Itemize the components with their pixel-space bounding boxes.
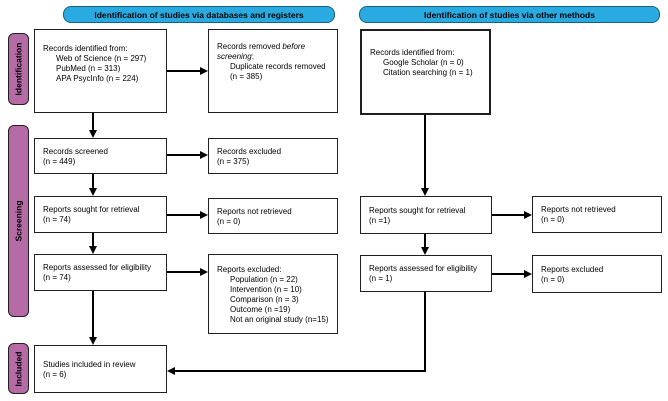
arrow-sought-to-assessed-line bbox=[92, 233, 94, 247]
connector-other-assessed-down-line bbox=[424, 292, 426, 372]
box-reports-not-retrieved-other: Reports not retrieved (n = 0) bbox=[532, 196, 662, 233]
box-records-excluded: Records excluded (n = 375) bbox=[208, 138, 338, 174]
box-text-line: (n = 0) bbox=[541, 215, 565, 224]
box-text-line: (n = 6) bbox=[43, 369, 67, 379]
box-reports-sought-databases: Reports sought for retrieval (n = 74) bbox=[34, 196, 167, 233]
box-text-line: (n =1) bbox=[369, 215, 391, 225]
arrow-screened-to-excluded-line bbox=[167, 154, 201, 156]
stage-label-screening-text: Screening bbox=[13, 200, 24, 242]
arrow-screened-to-sought-head bbox=[89, 188, 97, 196]
box-text-line: Reports excluded: bbox=[217, 264, 282, 274]
box-reports-not-retrieved-databases: Reports not retrieved (n = 0) bbox=[208, 198, 338, 234]
box-text-line: Records removed before bbox=[217, 42, 306, 51]
arrow-assessed-other-to-excluded-line bbox=[492, 273, 525, 275]
box-text-line: (n = 449) bbox=[43, 156, 76, 166]
box-records-identified-databases: Records identified from: Web of Science … bbox=[34, 29, 167, 113]
arrow-screened-to-excluded-head bbox=[200, 151, 208, 159]
arrow-sought-other-to-notretrieved-line bbox=[492, 214, 525, 216]
arrow-sought-to-notretrieved-head bbox=[200, 211, 208, 219]
box-text-line: screening: bbox=[217, 52, 254, 61]
box-text-line: (n = 385) bbox=[230, 72, 263, 81]
connector-other-assessed-left-line bbox=[174, 370, 426, 372]
connector-into-included-head bbox=[167, 367, 175, 375]
box-text-line: (n = 74) bbox=[43, 215, 71, 224]
banner-other-methods: Identification of studies via other meth… bbox=[359, 6, 660, 23]
stage-label-identification: Identification bbox=[8, 33, 29, 105]
arrow-assessed-to-included-line bbox=[92, 291, 94, 338]
box-text-line: Reports sought for retrieval bbox=[369, 205, 466, 215]
arrow-assessed-to-included-head bbox=[89, 337, 97, 345]
arrow-sought-other-to-notretrieved-head bbox=[524, 211, 532, 219]
box-reports-assessed-other: Reports assessed for eligibility (n = 1) bbox=[360, 255, 492, 292]
arrow-other-sought-to-assessed-line bbox=[424, 234, 426, 248]
arrow-identified-to-screened-line bbox=[92, 113, 94, 132]
box-text-line: (n = 0) bbox=[217, 216, 241, 226]
box-text-line: Records identified from: bbox=[43, 44, 128, 53]
box-text-line: Citation searching (n = 1) bbox=[383, 67, 473, 77]
arrow-assessed-to-excluded-head bbox=[200, 268, 208, 276]
box-text-line: Reports not retrieved bbox=[217, 206, 292, 216]
box-reports-sought-other: Reports sought for retrieval (n =1) bbox=[360, 196, 492, 234]
box-reports-excluded-detail: Reports excluded: Population (n = 22) In… bbox=[208, 254, 338, 334]
box-text-line: Intervention (n = 10) bbox=[230, 284, 302, 294]
stage-label-included: Included bbox=[8, 343, 29, 394]
box-text-line: (n = 375) bbox=[217, 156, 250, 166]
box-text-line: Duplicate records removed bbox=[230, 62, 326, 71]
arrow-other-sought-to-assessed-head bbox=[421, 247, 429, 255]
box-reports-assessed-databases: Reports assessed for eligibility (n = 74… bbox=[34, 254, 167, 291]
box-text-line: Studies included in review bbox=[43, 359, 136, 369]
box-text-line: Reports assessed for eligibility bbox=[43, 263, 152, 272]
box-studies-included: Studies included in review (n = 6) bbox=[34, 345, 167, 393]
arrow-sought-to-notretrieved-line bbox=[167, 214, 201, 216]
box-text-line: Outcome (n =19) bbox=[230, 304, 291, 314]
box-text-line: Google Scholar (n = 0) bbox=[383, 57, 464, 67]
box-text-line: Web of Science (n = 297) bbox=[56, 54, 147, 63]
arrow-assessed-to-excluded-line bbox=[167, 271, 201, 273]
box-text-line: Records identified from: bbox=[370, 47, 455, 57]
box-text-line: Reports not retrieved bbox=[541, 205, 616, 214]
box-text-line: PubMed (n = 313) bbox=[56, 64, 121, 73]
box-text-line: Not an original study (n=15) bbox=[230, 314, 329, 324]
box-text-line: Population (n = 22) bbox=[230, 274, 298, 284]
box-reports-excluded-other: Reports excluded (n = 0) bbox=[532, 255, 662, 293]
arrow-identified-to-removed-head bbox=[200, 67, 208, 75]
box-records-identified-other: Records identified from: Google Scholar … bbox=[360, 29, 491, 115]
box-text-line: Comparison (n = 3) bbox=[230, 294, 299, 304]
banner-databases-registers: Identification of studies via databases … bbox=[63, 6, 335, 23]
arrow-identified-to-screened-head bbox=[89, 130, 97, 138]
stage-label-included-text: Included bbox=[13, 351, 24, 386]
box-text-line: Reports assessed for eligibility bbox=[369, 264, 478, 273]
box-text-line: Records screened bbox=[43, 146, 108, 156]
stage-label-identification-text: Identification bbox=[13, 42, 24, 96]
box-text-line: Reports sought for retrieval bbox=[43, 205, 140, 214]
box-records-removed-before-screening: Records removed before screening: Duplic… bbox=[208, 29, 338, 113]
arrow-identified-to-removed-line bbox=[167, 70, 201, 72]
box-text-line: (n = 1) bbox=[369, 274, 393, 283]
box-records-screened: Records screened (n = 449) bbox=[34, 138, 167, 174]
arrow-other-identified-to-sought-line bbox=[424, 115, 426, 189]
box-text-line: (n = 0) bbox=[541, 274, 565, 284]
box-text-line bbox=[370, 78, 486, 98]
box-text-line: (n = 74) bbox=[43, 273, 71, 282]
box-text-line: APA PsycInfo (n = 224) bbox=[56, 74, 139, 83]
arrow-sought-to-assessed-head bbox=[89, 246, 97, 254]
arrow-assessed-other-to-excluded-head bbox=[524, 270, 532, 278]
box-text-line: Records excluded bbox=[217, 146, 282, 156]
box-text-line: Reports excluded bbox=[541, 264, 604, 274]
arrow-screened-to-sought-line bbox=[92, 174, 94, 190]
arrow-other-identified-to-sought-head bbox=[421, 188, 429, 196]
stage-label-screening: Screening bbox=[8, 125, 29, 317]
